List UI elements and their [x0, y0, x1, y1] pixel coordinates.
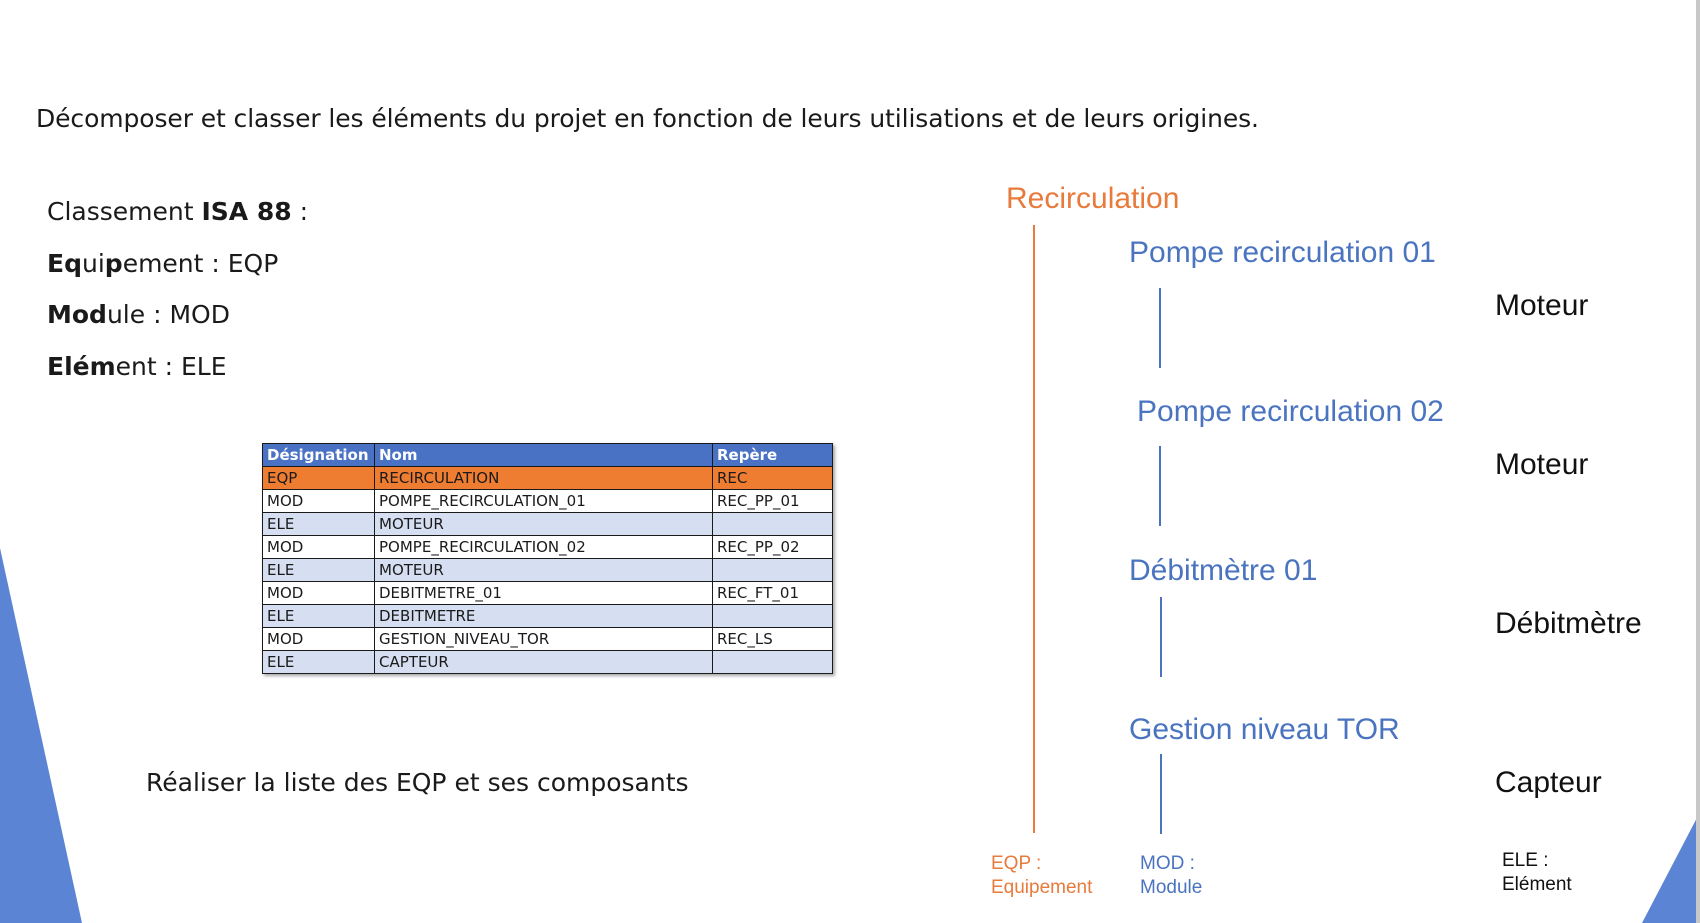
- cell-nom: POMPE_RECIRCULATION_02: [374, 535, 713, 559]
- tree-module-label: Débitmètre 01: [1129, 554, 1318, 587]
- footer-mod-label: MOD : Module: [1140, 852, 1202, 900]
- legend-classement-suffix: :: [291, 197, 309, 226]
- tree-element-label: Moteur: [1495, 289, 1589, 322]
- cell-designation: ELE: [262, 604, 375, 628]
- cell-designation: ELE: [262, 558, 375, 582]
- cell-nom: DEBITMETRE_01: [374, 581, 713, 605]
- cell-nom: MOTEUR: [374, 512, 713, 536]
- tree-element-label: Débitmètre: [1495, 607, 1642, 640]
- cell-repere: REC_PP_02: [712, 535, 833, 559]
- cell-repere: REC_PP_01: [712, 489, 833, 513]
- legend-equipement-bold-1: Eq: [47, 249, 82, 278]
- header-nom: Nom: [374, 443, 713, 467]
- footer-eqp-line1: EQP :: [991, 853, 1042, 874]
- module-branch-line: [1160, 754, 1162, 834]
- right-corner-triangle: [1642, 812, 1700, 923]
- module-branch-line: [1160, 597, 1162, 677]
- cell-designation: ELE: [262, 512, 375, 536]
- legend-classement-bold: ISA 88: [201, 197, 292, 226]
- cell-repere: REC_LS: [712, 627, 833, 651]
- cell-repere: REC_FT_01: [712, 581, 833, 605]
- legend-module-rest: ule : MOD: [106, 300, 230, 329]
- cell-repere: [712, 512, 833, 536]
- cell-nom: RECIRCULATION: [374, 466, 713, 490]
- cell-nom: DEBITMETRE: [374, 604, 713, 628]
- header-designation: Désignation: [262, 443, 375, 467]
- legend-element: Elément : ELE: [47, 352, 227, 381]
- footer-eqp-line2: Equipement: [991, 877, 1093, 898]
- components-table: Désignation Nom Repère EQP RECIRCULATION…: [262, 443, 833, 674]
- table-row-ele: ELE DEBITMETRE: [262, 604, 833, 628]
- left-corner-triangle: [0, 548, 82, 923]
- cell-designation: MOD: [262, 627, 375, 651]
- table-row-mod: MOD GESTION_NIVEAU_TOR REC_LS: [262, 627, 833, 651]
- legend-element-rest: ent : ELE: [115, 352, 227, 381]
- table-row-ele: ELE MOTEUR: [262, 558, 833, 582]
- table-header-row: Désignation Nom Repère: [262, 443, 833, 467]
- legend-classement-prefix: Classement: [47, 197, 202, 226]
- module-branch-line: [1159, 288, 1161, 368]
- cell-repere: [712, 650, 833, 674]
- legend-equipement-bold-2: p: [104, 249, 123, 278]
- equipment-branch-line: [1033, 225, 1035, 833]
- table-row-ele: ELE CAPTEUR: [262, 650, 833, 674]
- tree-module-label: Pompe recirculation 02: [1137, 395, 1444, 428]
- legend-equipement: Equipement : EQP: [47, 249, 278, 278]
- legend-equipement-mid: ui: [81, 249, 105, 278]
- legend-module: Module : MOD: [47, 300, 230, 329]
- cell-designation: MOD: [262, 581, 375, 605]
- footer-ele-label: ELE : Elément: [1502, 849, 1572, 897]
- legend-equipement-rest: ement : EQP: [122, 249, 279, 278]
- cell-designation: ELE: [262, 650, 375, 674]
- cell-designation: MOD: [262, 489, 375, 513]
- table-row-mod: MOD POMPE_RECIRCULATION_01 REC_PP_01: [262, 489, 833, 513]
- cell-nom: POMPE_RECIRCULATION_01: [374, 489, 713, 513]
- footer-eqp-label: EQP : Equipement: [991, 852, 1092, 900]
- cell-designation: MOD: [262, 535, 375, 559]
- cell-designation: EQP: [262, 466, 375, 490]
- table-row-mod: MOD POMPE_RECIRCULATION_02 REC_PP_02: [262, 535, 833, 559]
- tree-module-label: Gestion niveau TOR: [1129, 713, 1400, 746]
- footer-mod-line1: MOD :: [1140, 853, 1195, 874]
- cell-nom: GESTION_NIVEAU_TOR: [374, 627, 713, 651]
- cell-nom: MOTEUR: [374, 558, 713, 582]
- table-row-eqp: EQP RECIRCULATION REC: [262, 466, 833, 490]
- table-row-mod: MOD DEBITMETRE_01 REC_FT_01: [262, 581, 833, 605]
- intro-text: Décomposer et classer les éléments du pr…: [36, 104, 1259, 133]
- module-branch-line: [1159, 446, 1161, 526]
- header-repere: Repère: [712, 443, 833, 467]
- tree-equipment-label: Recirculation: [1006, 182, 1180, 215]
- tree-element-label: Moteur: [1495, 448, 1589, 481]
- task-instruction: Réaliser la liste des EQP et ses composa…: [146, 768, 689, 797]
- tree-element-label: Capteur: [1495, 766, 1602, 799]
- cell-nom: CAPTEUR: [374, 650, 713, 674]
- right-edge-strip: [1696, 0, 1700, 923]
- table-row-ele: ELE MOTEUR: [262, 512, 833, 536]
- legend-module-bold: Mod: [47, 300, 107, 329]
- cell-repere: [712, 558, 833, 582]
- footer-ele-line2: Elément: [1502, 874, 1572, 895]
- cell-repere: [712, 604, 833, 628]
- cell-repere: REC: [712, 466, 833, 490]
- legend-classement: Classement ISA 88 :: [47, 197, 308, 226]
- footer-ele-line1: ELE :: [1502, 850, 1549, 871]
- tree-module-label: Pompe recirculation 01: [1129, 236, 1436, 269]
- legend-element-bold: Elém: [47, 352, 116, 381]
- footer-mod-line2: Module: [1140, 877, 1203, 898]
